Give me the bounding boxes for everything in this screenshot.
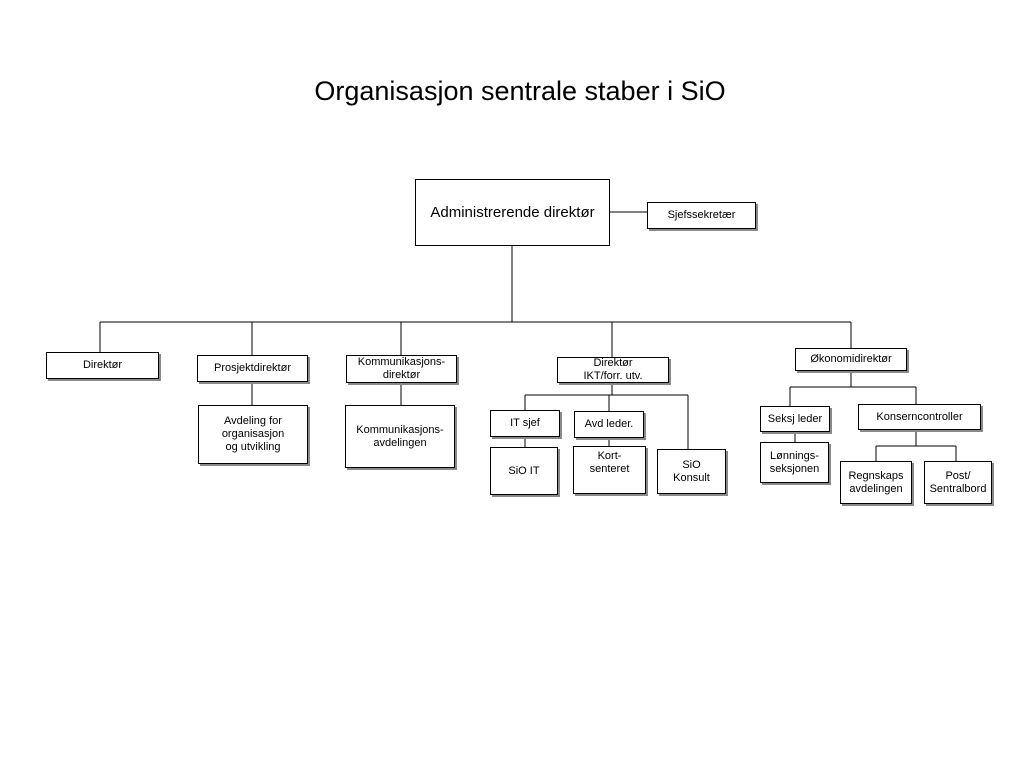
avd-leder-box: Avd leder. xyxy=(574,411,644,438)
direktor-box: Direktør xyxy=(46,352,159,379)
konserncontroller-box: Konserncontroller xyxy=(858,404,981,430)
it-sjef-box: IT sjef xyxy=(490,410,560,437)
seksj-leder-box: Seksj leder xyxy=(760,406,830,432)
prosjektdirektor-box: Prosjektdirektør xyxy=(197,355,308,382)
post-sentralbord-box: Post/ Sentralbord xyxy=(924,461,992,504)
avdeling-organisasjon-box: Avdeling for organisasjon og utvikling xyxy=(198,405,308,464)
page-title: Organisasjon sentrale staber i SiO xyxy=(314,76,726,106)
direktor-ikt-box: Direktør IKT/forr. utv. xyxy=(557,357,669,383)
kommunikasjonsdirektor-box: Kommunikasjons- direktør xyxy=(346,355,457,383)
kommunikasjonsavdelingen-box: Kommunikasjons- avdelingen xyxy=(345,405,455,468)
okonomidirektor-box: Økonomidirektør xyxy=(795,348,907,371)
regnskapsavdelingen-box: Regnskaps avdelingen xyxy=(840,461,912,504)
sio-it-box: SiO IT xyxy=(490,447,558,495)
kortsenteret-box: Kort- senteret xyxy=(573,446,646,494)
sjefssekretaer-box: Sjefssekretær xyxy=(647,202,756,229)
lonningsseksjonen-box: Lønnings- seksjonen xyxy=(760,442,829,483)
sio-konsult-box: SiO Konsult xyxy=(657,449,726,494)
administrerende-direktor-box: Administrerende direktør xyxy=(415,179,610,246)
